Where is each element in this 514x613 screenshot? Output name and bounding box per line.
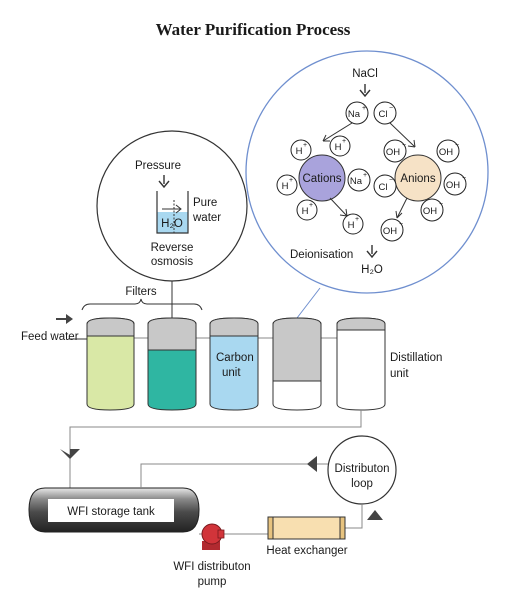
distillation-label-line2: unit bbox=[390, 368, 409, 380]
pump-label-line1: WFI distributon bbox=[173, 561, 250, 573]
heat-exchanger-label: Heat exchanger bbox=[266, 545, 347, 557]
carbon-unit-vessel: Carbon unit bbox=[209, 317, 259, 411]
down-arrow-icon bbox=[359, 84, 371, 98]
anions-label: Anions bbox=[400, 173, 435, 185]
ion-oh-4: OH− bbox=[420, 198, 444, 222]
svg-text:+: + bbox=[363, 172, 367, 179]
cations-resin bbox=[298, 154, 346, 202]
cations-label: Cations bbox=[303, 173, 342, 185]
pure-water-label-line1: Pure bbox=[193, 197, 217, 209]
svg-text:−: − bbox=[389, 105, 393, 112]
pure-water-label-line2: water bbox=[192, 212, 221, 224]
ion-h-4: H+ bbox=[296, 199, 318, 221]
svg-text:H: H bbox=[282, 181, 289, 192]
svg-text:H: H bbox=[296, 146, 303, 157]
svg-text:−: − bbox=[399, 221, 403, 228]
deionisation-caption: Deionisation bbox=[290, 249, 353, 261]
left-arrow-icon bbox=[307, 456, 317, 472]
svg-text:OH: OH bbox=[386, 147, 400, 158]
svg-text:−: − bbox=[455, 142, 459, 149]
osmosis-vessel bbox=[156, 191, 189, 234]
h2o-output-label: H₂O bbox=[361, 264, 383, 276]
ion-h-3: H+ bbox=[276, 174, 298, 196]
right-arrow-icon bbox=[162, 204, 182, 214]
wfi-distribution-pump bbox=[201, 523, 225, 550]
svg-text:Cl: Cl bbox=[379, 109, 388, 120]
svg-text:OH: OH bbox=[446, 180, 460, 191]
distillation-label-line1: Distillation bbox=[390, 352, 442, 364]
down-arrow-icon bbox=[366, 245, 378, 259]
ion-h-2: H+ bbox=[329, 135, 351, 157]
osmosis-h2o-label: H₂O bbox=[161, 218, 183, 230]
svg-text:H: H bbox=[348, 220, 355, 231]
svg-text:−: − bbox=[402, 142, 406, 149]
wfi-storage-tank: WFI storage tank bbox=[28, 487, 200, 533]
svg-text:−: − bbox=[462, 175, 466, 182]
reverse-osmosis-circle bbox=[96, 130, 248, 282]
filters-brace bbox=[81, 298, 203, 311]
ion-oh-released: OH− bbox=[380, 218, 404, 242]
pipe-to-loop bbox=[345, 504, 363, 529]
right-arrow-icon bbox=[56, 314, 73, 324]
svg-text:Na: Na bbox=[350, 176, 363, 187]
ion-h-1: H+ bbox=[290, 139, 312, 161]
svg-text:OH: OH bbox=[423, 206, 437, 217]
osmosis-water bbox=[157, 212, 188, 233]
svg-text:−: − bbox=[389, 177, 393, 184]
feed-water-label: Feed water bbox=[21, 331, 79, 343]
svg-text:+: + bbox=[289, 177, 293, 184]
svg-text:+: + bbox=[303, 142, 307, 149]
ion-na-top: Na + bbox=[345, 101, 369, 125]
pipe-to-storage bbox=[69, 410, 362, 489]
svg-text:OH: OH bbox=[383, 226, 397, 237]
ion-oh-3: OH− bbox=[443, 172, 467, 196]
nacl-label: NaCl bbox=[352, 68, 378, 80]
distribution-loop-label-line1: Distributon bbox=[335, 463, 390, 475]
ion-cl-anion: Cl− bbox=[373, 174, 397, 198]
carbon-unit-label-line1: Carbon bbox=[216, 352, 254, 364]
deionisation-callout-line bbox=[296, 287, 321, 319]
anions-resin bbox=[394, 154, 442, 202]
arrow-na-to-cations-icon bbox=[322, 122, 353, 142]
ion-oh-2: OH− bbox=[436, 139, 460, 163]
reverse-osmosis-caption-line2: osmosis bbox=[151, 256, 193, 268]
filter-vessel-2 bbox=[147, 317, 197, 411]
svg-text:+: + bbox=[342, 138, 346, 145]
svg-text:OH: OH bbox=[439, 147, 453, 158]
svg-text:H: H bbox=[302, 206, 309, 217]
pump-label-line2: pump bbox=[198, 576, 227, 588]
ion-cl-top: Cl − bbox=[373, 101, 397, 125]
reverse-osmosis-caption-line1: Reverse bbox=[151, 242, 194, 254]
heat-exchanger bbox=[267, 516, 346, 540]
svg-text:Cl: Cl bbox=[379, 182, 388, 193]
storage-tank-label: WFI storage tank bbox=[67, 506, 155, 518]
ion-oh-1: OH− bbox=[383, 139, 407, 163]
svg-text:+: + bbox=[362, 105, 366, 112]
down-arrow-icon bbox=[60, 449, 80, 459]
deionisation-panel: NaCl Na + Cl − Cations H+ H+ H+ H+ Na+ H… bbox=[245, 50, 489, 319]
filters-label: Filters bbox=[125, 286, 157, 298]
svg-text:+: + bbox=[309, 202, 313, 209]
distillation-vessel bbox=[336, 317, 386, 411]
ion-h-released: H+ bbox=[342, 213, 364, 235]
ion-na-cation: Na+ bbox=[347, 168, 371, 192]
deionisation-vessel bbox=[272, 317, 322, 411]
down-arrow-icon bbox=[158, 175, 170, 189]
arrow-oh-released-icon bbox=[395, 197, 408, 219]
filter-vessel-1 bbox=[86, 317, 135, 411]
svg-text:+: + bbox=[355, 216, 359, 223]
arrow-cl-to-anions-icon bbox=[389, 122, 416, 148]
svg-text:−: − bbox=[439, 201, 443, 208]
reverse-osmosis-panel: Pressure H₂O Pure water Reverse osmosis bbox=[96, 130, 248, 358]
diagram-title: Water Purification Process bbox=[156, 20, 351, 39]
up-arrow-icon bbox=[367, 510, 383, 520]
arrow-h-released-icon bbox=[329, 197, 348, 217]
return-pipe bbox=[140, 463, 330, 488]
svg-text:Na: Na bbox=[348, 109, 361, 120]
carbon-unit-label-line2: unit bbox=[222, 367, 241, 379]
svg-text:H: H bbox=[335, 142, 342, 153]
pressure-label: Pressure bbox=[135, 160, 181, 172]
distribution-loop-label-line2: loop bbox=[351, 478, 373, 490]
